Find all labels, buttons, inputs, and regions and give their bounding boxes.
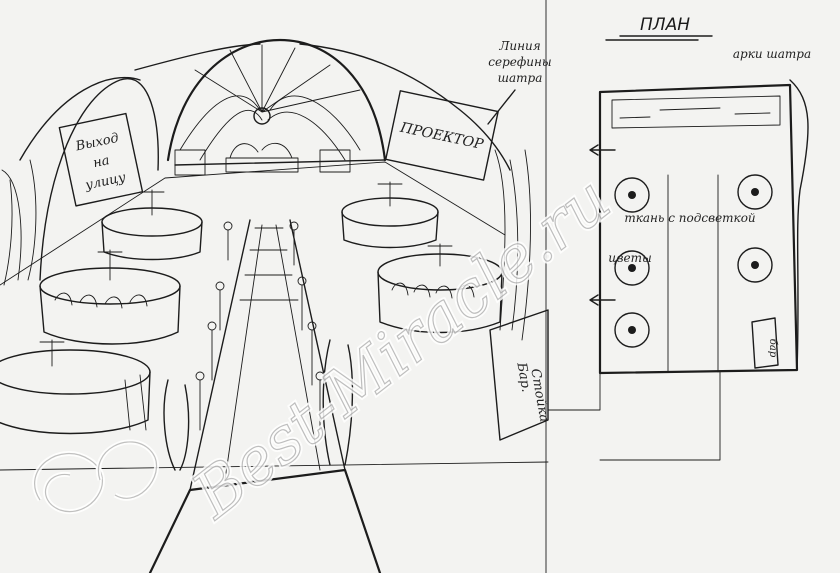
plan-aisle	[667, 174, 719, 373]
plan-bar-label: бар	[767, 339, 778, 358]
plan-arrow-2	[589, 294, 616, 306]
table-front-right	[377, 243, 503, 334]
left-curtains	[1, 159, 37, 286]
perspective-sketch: Выход на улицу ПРОЕКТОР Линия серефины ш…	[0, 38, 552, 573]
plan-flowers-label: цветы	[608, 251, 652, 265]
aisle-stripes	[239, 227, 299, 301]
tent-note-2: серефины	[488, 55, 551, 69]
plan-bar-shape	[751, 317, 779, 369]
table-back-left	[101, 189, 203, 261]
exit-sign-board	[58, 112, 144, 207]
aisle-edges	[189, 219, 346, 491]
aisle-front	[148, 468, 382, 573]
plan-right-arch	[789, 79, 809, 371]
aisle-candle-stands	[195, 221, 325, 431]
projector-board	[385, 90, 499, 181]
dome-drapes	[179, 95, 361, 161]
plan-decor-label: ткань с подсветкой	[624, 211, 755, 225]
floor-back-line	[0, 161, 506, 286]
table-mid-left	[39, 249, 181, 345]
table-front-left	[0, 339, 151, 435]
bar-label-1: Бар.	[513, 360, 533, 393]
plan-arrow-1	[589, 144, 616, 156]
head-table-flowers	[229, 142, 293, 159]
stage-dome	[166, 38, 387, 176]
floor-plan: ПЛАН арки шатра бар ткань с подсветкой ц…	[547, 15, 811, 461]
dome-rays	[194, 44, 361, 113]
exit-line-2: на	[92, 153, 111, 171]
plan-stage-items	[619, 107, 771, 119]
tent-note-arrow	[487, 89, 516, 125]
left-arch	[19, 76, 141, 161]
tent-note-3: шатра	[498, 71, 543, 85]
table-back-right	[341, 181, 439, 249]
tent-note-1: Линия	[498, 39, 540, 53]
plan-title: ПЛАН	[640, 15, 690, 35]
plan-arch-label: арки шатра	[733, 47, 811, 61]
exit-arch	[39, 78, 159, 281]
plan-stage	[611, 95, 781, 129]
runner-inner	[224, 224, 321, 481]
head-table	[225, 157, 299, 173]
dome-arch	[166, 38, 387, 162]
floor-front-line	[0, 461, 549, 471]
plan-connector-lines	[547, 371, 721, 461]
dome-chandelier	[253, 107, 271, 125]
plan-tables	[614, 174, 773, 348]
aisle-drapes	[163, 339, 354, 471]
aisle-runner	[148, 219, 382, 573]
tent-line-note: Линия серефины шатра	[487, 39, 552, 125]
tent-top-right	[299, 43, 511, 171]
watermark-logo	[32, 439, 159, 515]
